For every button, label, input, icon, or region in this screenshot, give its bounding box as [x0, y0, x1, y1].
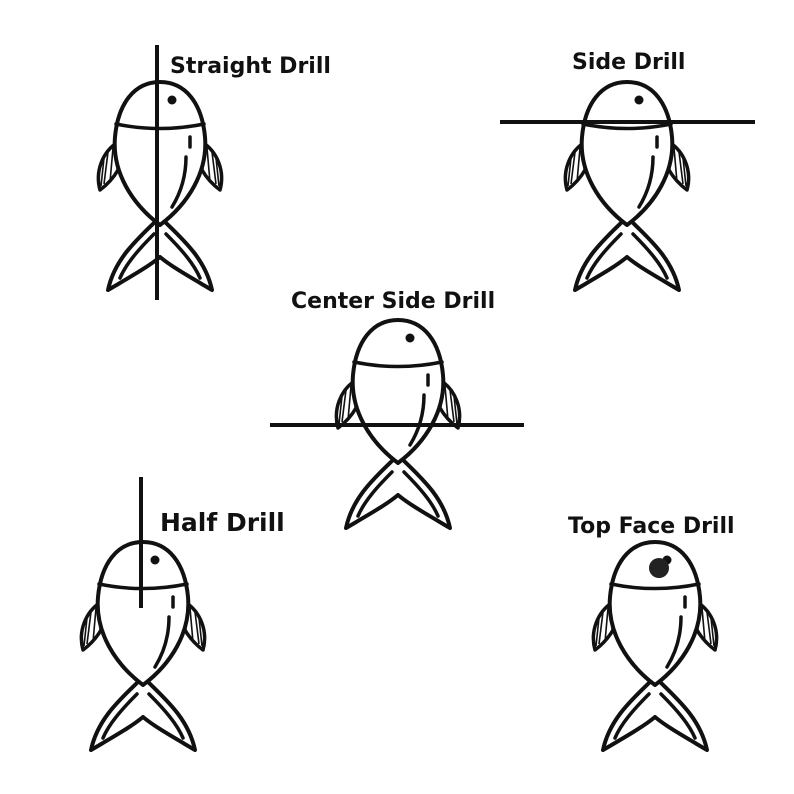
fish-icon — [79, 540, 207, 752]
diagram-label: Top Face Drill — [568, 514, 735, 539]
top-face-drill-diagram: Top Face Drill — [568, 514, 735, 752]
center-side-drill-diagram: Center Side Drill — [270, 289, 524, 530]
fish-icon — [96, 80, 224, 292]
fish-icon — [563, 80, 691, 292]
straight-drill-diagram: Straight Drill — [96, 45, 331, 300]
diagram-label: Half Drill — [160, 508, 285, 537]
diagram-label: Side Drill — [572, 50, 685, 75]
fish-icon — [334, 318, 462, 530]
diagram-label: Center Side Drill — [291, 289, 495, 314]
side-drill-diagram: Side Drill — [500, 50, 755, 292]
half-drill-diagram: Half Drill — [79, 477, 285, 752]
diagram-label: Straight Drill — [170, 54, 331, 79]
drill-hole — [649, 558, 669, 578]
